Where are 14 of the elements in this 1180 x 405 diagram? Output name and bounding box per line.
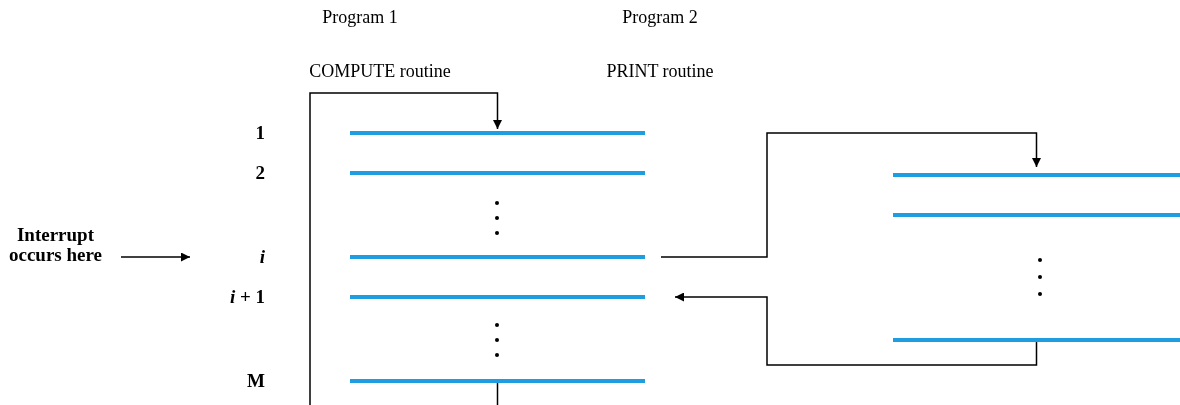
line-number: i + 1 [228, 286, 265, 308]
annotation-text: Interrupt occurs here [8, 225, 103, 265]
flow-arrow [674, 292, 1038, 366]
line-number: 2 [254, 162, 265, 184]
routine-title: COMPUTE routine [309, 60, 451, 82]
flow-arrow [120, 252, 191, 262]
program-title: Program 2 [622, 6, 698, 28]
program-title: Program 1 [322, 6, 398, 28]
line-number: 1 [254, 122, 265, 144]
flow-arrow [660, 132, 1041, 258]
flow-arrow [309, 92, 502, 405]
line-number: i [258, 246, 265, 268]
routine-title: PRINT routine [606, 60, 714, 82]
line-number: M [246, 370, 265, 392]
